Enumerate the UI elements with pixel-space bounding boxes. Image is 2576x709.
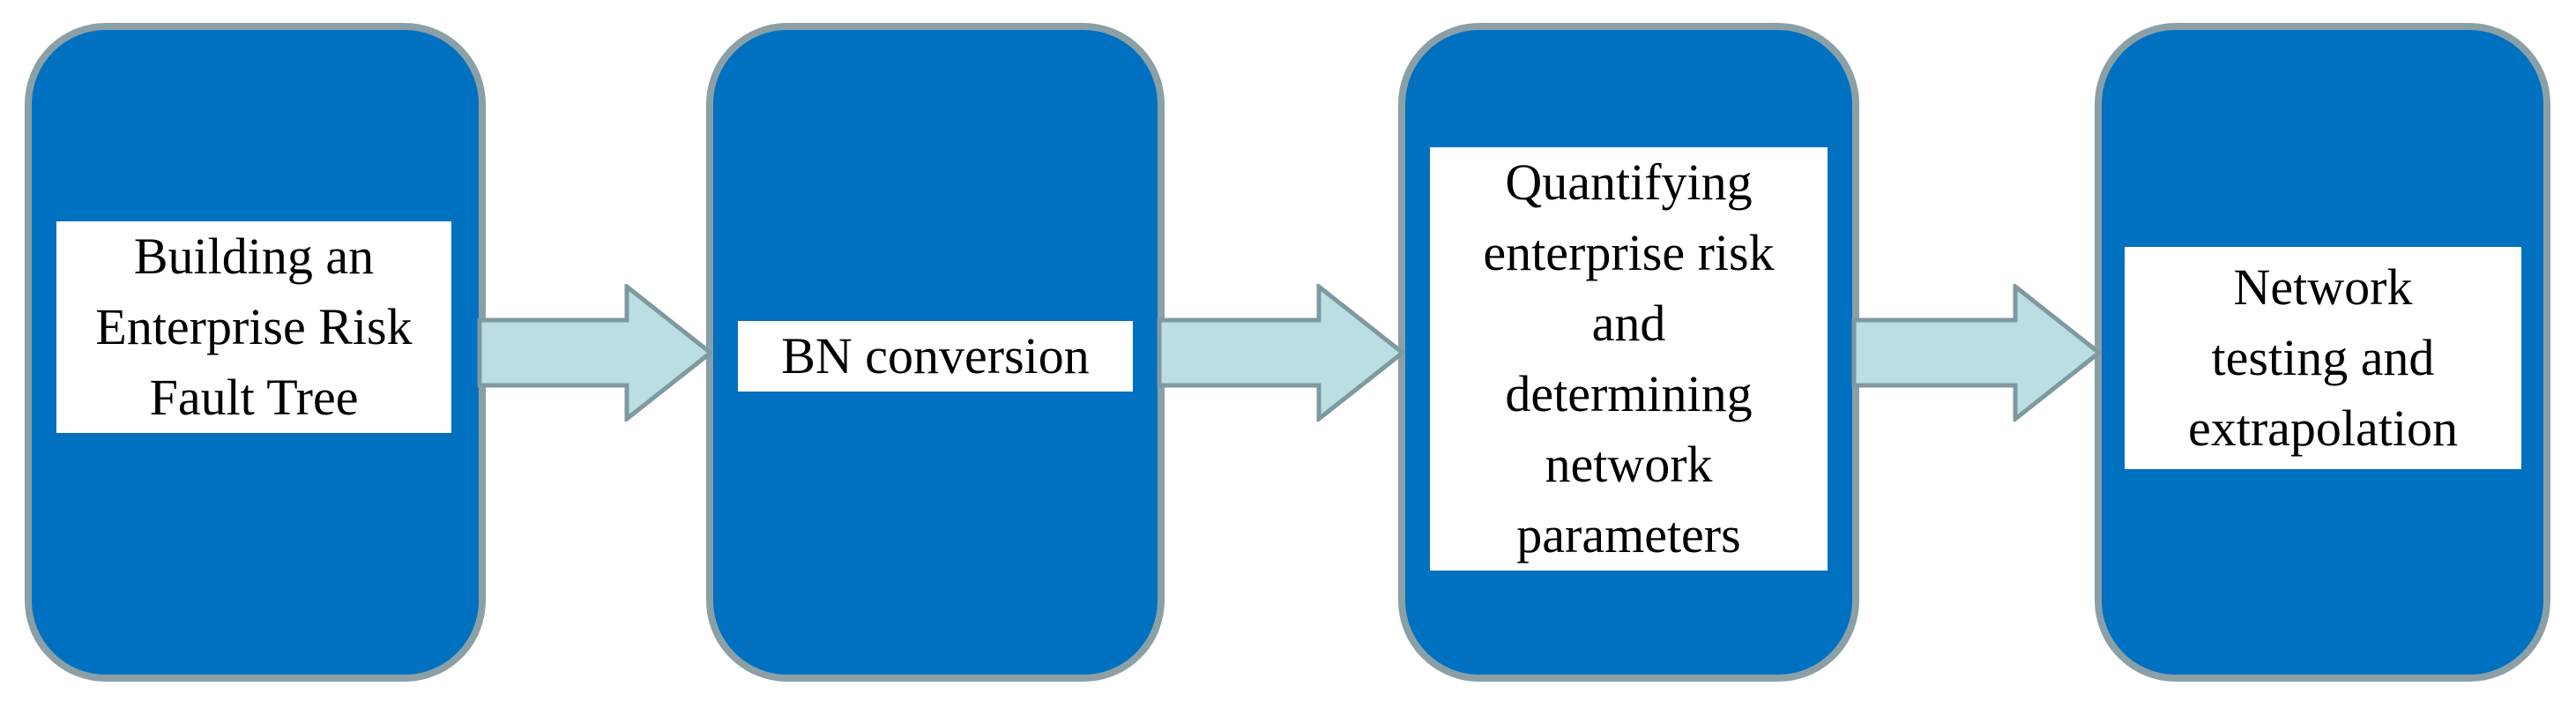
right-arrow-icon [1851, 284, 2102, 422]
flow-step-label-2: BN conversion [738, 321, 1133, 392]
right-arrow-icon [1157, 284, 1405, 422]
flow-step-label-1: Building an Enterprise Risk Fault Tree [56, 221, 451, 433]
right-arrow-icon [477, 284, 713, 422]
flow-step-label-4: Network testing and extrapolation [2125, 247, 2521, 469]
flow-step-label-3: Quantifying enterprise risk and determin… [1430, 147, 1828, 571]
